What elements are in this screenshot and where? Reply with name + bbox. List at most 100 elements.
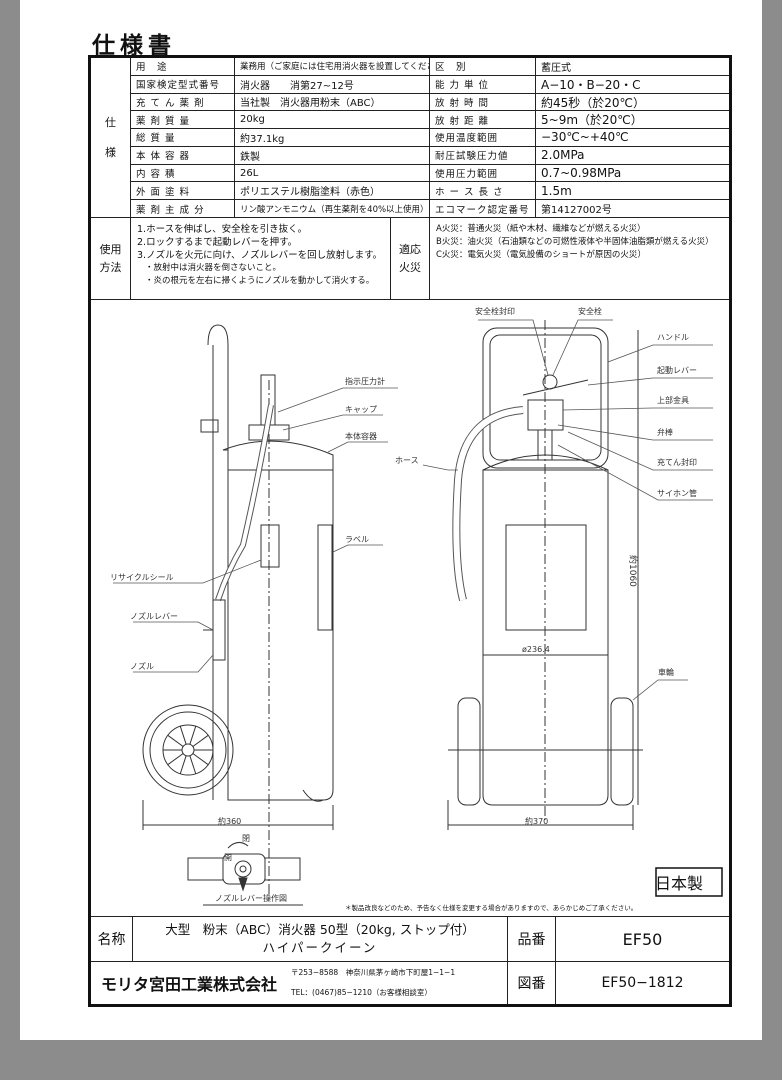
product-name-line2: ハイパークイーン [262,940,378,955]
open-label: 開 [224,853,232,862]
gauge-label: 指示圧力計 [345,377,385,386]
cap-label: キャップ [345,405,377,414]
fire-class-label: 適応 火災 [391,218,430,300]
drawing-number-label: 図番 [508,961,556,1004]
hose-label: ホース [395,456,419,465]
spec-value: 第14127002号 [536,200,729,218]
usage-steps: 1.ホースを伸ばし、安全栓を引き抜く。 2.ロックするまで起動レバーを押す。 3… [131,218,391,300]
width-left-dim: 約360 [218,817,242,826]
spec-label: 内 容 積 [131,164,235,183]
spec-value: 蓄圧式 [536,58,729,76]
spec-label: 放 射 時 間 [430,93,536,112]
fire-type-a: A火災：普通火災（紙や木材、繊維などが燃える火災） [436,224,646,234]
spec-value: 消火器 消第27~12号 [235,75,430,94]
front-body [482,454,609,806]
lever-label: 起動レバー [657,366,697,375]
usage-label-line: 方法 [99,260,122,274]
product-name-line1: 大型 粉末（ABC）消火器 50型（20kg, ストップ付） [165,922,475,937]
body-label [317,524,333,631]
spec-label: 外 面 塗 料 [131,182,235,201]
spec-label: ホ ー ス 長 さ [430,182,536,201]
handle-label: ハンドル [657,333,689,342]
spec-value: 1.5m [536,182,729,201]
label-label: ラベル [345,535,369,544]
spec-section-label: 仕 様 [91,58,131,218]
usage-note: ・炎の根元を左右に掃くようにノズルを動かして消火する。 [145,276,375,286]
valve-stem-label: 弁棒 [657,428,673,437]
nozzle-diagram-caption: ノズルレバー操作図 [215,894,287,903]
spec-value: 業務用（ご家庭には住宅用消火器を設置してください） [235,58,430,76]
spec-label-char: 様 [105,145,116,159]
spec-label: エコマーク認定番号 [430,200,536,218]
hose [215,404,274,601]
nozzle-lever-diagram [187,842,303,906]
company-tel: TEL：(0467)85−1210（お客様相談室） [291,988,432,997]
body-container [222,440,334,801]
handle-pole [207,324,229,800]
wheel-label: 車輪 [658,668,674,677]
spec-label: 耐圧試験圧力値 [430,146,536,165]
spec-label: 能 力 単 位 [430,75,536,94]
closed-label: 閉 [242,834,250,843]
front-label [505,524,587,631]
fill-seal-label: 充てん封印 [657,458,697,467]
recycle-seal-label: リサイクルシール [110,573,174,582]
siphon-tube [537,429,553,461]
spec-value: ポリエステル樹脂塗料（赤色） [235,182,430,201]
company-contact: 〒253−8588 神奈川県茅ヶ崎市下町屋1−1−1 TEL：(0467)85−… [291,963,455,1003]
spec-label: 薬 剤 主 成 分 [131,200,235,218]
top-fitting-label: 上部金具 [657,396,689,405]
diameter-dim: ø236.4 [522,645,550,654]
spec-label: 総 質 量 [131,129,235,147]
usage-note: ・放射中は消火器を倒さないこと。 [145,263,282,273]
spec-value: 5~9m（於20℃） [536,111,729,130]
spec-label: 放 射 距 離 [430,111,536,130]
spec-label: 用 途 [131,58,235,76]
spec-value: −30℃~+40℃ [536,129,729,147]
spec-value: 0.7~0.98MPa [536,165,729,183]
wheel-left [457,697,481,806]
product-name: 大型 粉末（ABC）消火器 50型（20kg, ストップ付） ハイパークイーン [133,916,508,961]
drawing-number-value: EF50−1812 [556,961,729,1004]
spec-label-char: 仕 [105,115,116,129]
spec-value: 約45秒（於20℃） [536,94,729,112]
spec-value: 2.0MPa [536,147,729,165]
part-number-label: 品番 [508,916,556,961]
spec-label: 薬 剤 質 量 [131,111,235,130]
body-label: 本体容器 [345,432,377,441]
spec-label: 使用温度範囲 [430,129,536,147]
company-block: モリタ宮田工業株式会社 〒253−8588 神奈川県茅ヶ崎市下町屋1−1−1 T… [91,961,508,1004]
spec-label: 本 体 容 器 [131,146,235,165]
made-in-japan: 日本製 [655,874,704,893]
company-name: モリタ宮田工業株式会社 [101,975,278,994]
height-dim: 約1060 [627,555,637,587]
spec-label: 充 て ん 薬 剤 [131,93,235,112]
spec-label: 使用圧力範囲 [430,164,536,183]
part-number-value: EF50 [556,916,729,961]
usage-label: 使用 方法 [91,218,131,300]
side-view [142,324,334,900]
wheel [142,704,234,796]
extinguisher-drawing [113,319,723,906]
spec-value: 当社製 消火器用粉末（ABC） [235,93,430,112]
safety-pin [542,374,558,390]
spec-value: 鉄製 [235,146,430,165]
width-right-dim: 約370 [525,817,549,826]
nozzle-lever-label: ノズルレバー [130,612,178,621]
disclaimer-note: ＊製品改良などのため、予告なく仕様を変更する場合がありますので、あらかじめご了承… [345,904,638,912]
usage-label-line: 使用 [99,242,122,256]
nozzle-label: ノズル [130,662,154,671]
spec-value: 26L [235,164,430,183]
spec-label: 国家検定型式番号 [131,75,235,94]
spec-value: A−10・B−20・C [536,76,729,94]
safety-pin-seal-label: 安全栓封印 [475,307,515,316]
safety-pin-label: 安全栓 [578,307,602,316]
recycle-seal [260,524,280,568]
fire-label-line: 適応 [399,242,421,256]
wheel-right [610,697,634,806]
fire-type-b: B火災：油火災（石油類などの可燃性液体や半固体油脂類が燃える火災） [436,237,714,247]
usage-step: 3.ノズルを火元に向け、ノズルレバーを回し放射します。 [137,250,383,261]
name-label: 名称 [91,916,133,961]
spec-label: 区 別 [430,58,536,76]
